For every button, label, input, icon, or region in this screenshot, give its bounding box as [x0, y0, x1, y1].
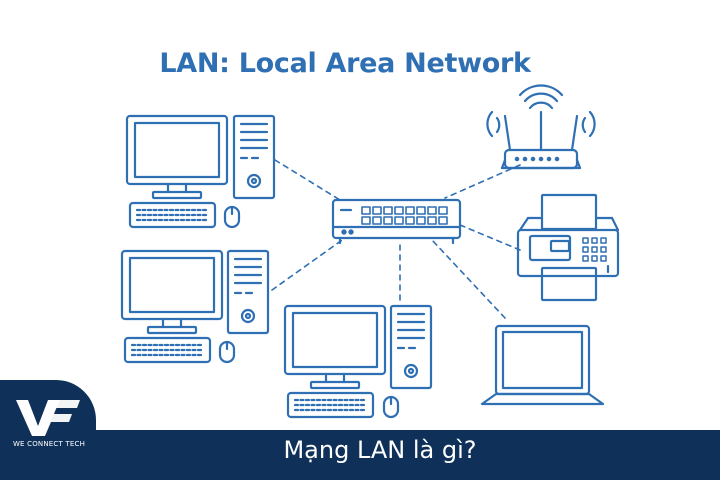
- caption-text: Mạng LAN là gì?: [283, 436, 477, 464]
- printer-output-paper-icon: [540, 266, 598, 302]
- brand-logo-panel: [0, 380, 96, 480]
- desktop-computer-2: [120, 249, 270, 364]
- wifi-signal-icon: [486, 84, 596, 138]
- monitor-icon: [120, 249, 224, 335]
- link-pc2-switch: [271, 237, 346, 291]
- laptop: [480, 324, 605, 406]
- vf-logo-icon: [16, 400, 80, 436]
- tower-icon: [389, 304, 433, 390]
- diagram-title: LAN: Local Area Network: [159, 48, 531, 79]
- printer-body: [516, 228, 620, 278]
- switch-body: [331, 198, 462, 240]
- mouse-icon: [223, 205, 241, 229]
- network-switch: [331, 198, 462, 245]
- antenna-right: [570, 114, 579, 152]
- connection-lines: [271, 159, 521, 319]
- printer-paper-tray-icon: [540, 193, 598, 231]
- link-pc1-switch: [274, 159, 341, 201]
- desktop-computer-3: [283, 304, 433, 419]
- tower-icon: [226, 249, 270, 335]
- keyboard-icon: [123, 336, 212, 364]
- mouse-icon: [382, 395, 400, 419]
- caption-banner: [0, 430, 720, 480]
- link-laptop-switch: [431, 239, 506, 319]
- monitor-icon: [283, 304, 387, 390]
- link-router-switch: [444, 164, 521, 199]
- keyboard-icon: [128, 201, 217, 229]
- printer-keypad-icon: [582, 237, 607, 262]
- monitor-icon: [125, 114, 229, 200]
- laptop-base: [480, 392, 605, 406]
- mouse-icon: [218, 340, 236, 364]
- tower-icon: [232, 114, 276, 200]
- laptop-screen: [494, 324, 591, 396]
- printer-display-icon: [549, 239, 571, 253]
- keyboard-icon: [286, 391, 375, 419]
- printer: [516, 193, 620, 302]
- desktop-computer-1: [125, 114, 276, 229]
- wifi-router: [486, 84, 596, 170]
- link-printer-switch: [459, 224, 521, 251]
- switch-ports-icon: [361, 206, 448, 225]
- antenna-left: [503, 114, 512, 152]
- brand-name: WE CONNECT TECH: [12, 440, 86, 448]
